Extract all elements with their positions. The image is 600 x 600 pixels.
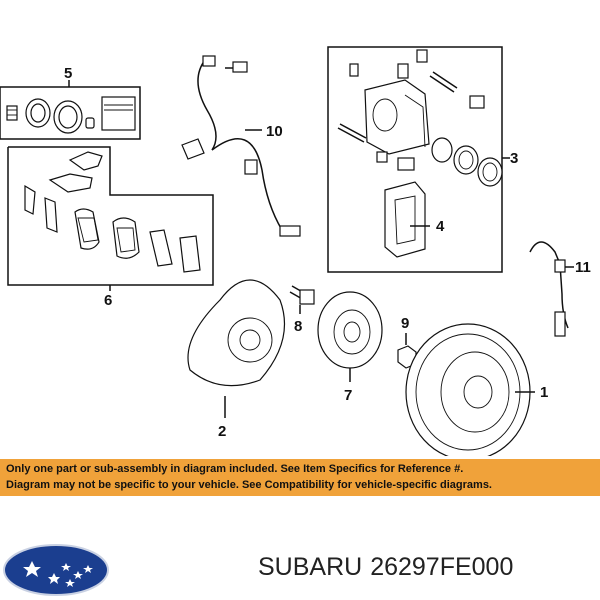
subaru-logo-icon <box>3 544 109 596</box>
disclaimer-banner: Only one part or sub-assembly in diagram… <box>0 459 600 496</box>
group-8-wheel-stud <box>289 285 315 314</box>
group-11-brake-hose <box>529 241 574 337</box>
callout-1: 1 <box>540 384 548 401</box>
callout-11: 11 <box>575 259 591 276</box>
exploded-parts-diagram: 5 6 10 <box>0 46 591 456</box>
group-2-dust-shield <box>187 279 286 418</box>
group-10-abs-sensor <box>181 55 301 237</box>
callout-8: 8 <box>294 318 302 335</box>
callout-3: 3 <box>510 150 518 167</box>
group-1-brake-rotor <box>405 323 535 456</box>
group-3-caliper-assembly <box>327 46 510 273</box>
callout-4: 4 <box>436 218 445 235</box>
group-6-pad-kit <box>7 146 214 291</box>
part-number: 26297FE000 <box>370 553 514 581</box>
callout-7: 7 <box>344 387 352 404</box>
callout-6: 6 <box>104 292 112 309</box>
disclaimer-line-1: Only one part or sub-assembly in diagram… <box>6 463 464 475</box>
callout-9: 9 <box>401 315 409 332</box>
brand-name: SUBARU <box>258 553 363 581</box>
callout-2: 2 <box>218 423 226 440</box>
group-7-hub-bearing <box>317 291 383 382</box>
callout-5: 5 <box>64 65 72 82</box>
disclaimer-line-2: Diagram may not be specific to your vehi… <box>6 479 492 491</box>
group-5-seal-kit <box>0 80 141 140</box>
callout-10: 10 <box>266 123 283 140</box>
